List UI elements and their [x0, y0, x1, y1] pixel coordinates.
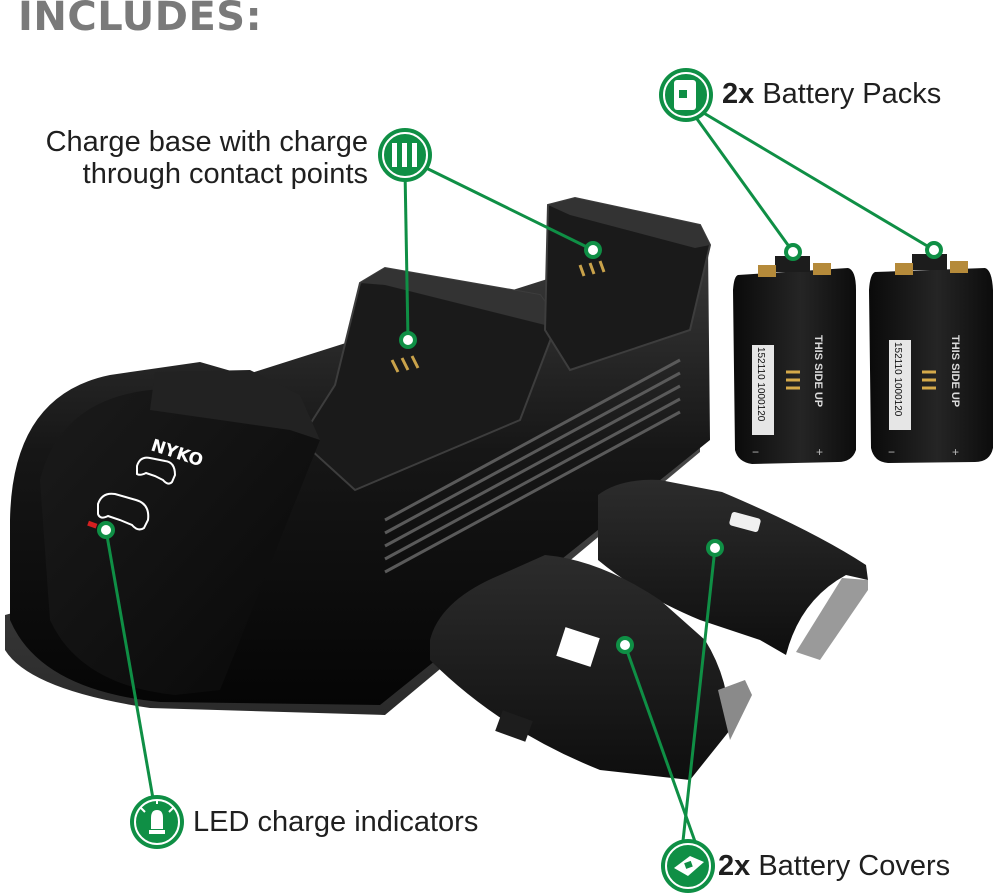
battery-right-plus: +	[952, 445, 959, 459]
charge-base: NYKO	[5, 196, 712, 715]
battery-left-print: THIS SIDE UP	[812, 335, 824, 407]
charge-base-label-line2: through contact points	[82, 158, 368, 190]
battery-covers-qty: 2x	[718, 850, 751, 882]
contact-pins	[390, 260, 606, 373]
charge-base-label: Charge base with charge through contact …	[20, 126, 368, 190]
battery-cover-front	[430, 555, 752, 780]
battery-left-serial: 152110 1000120	[755, 347, 766, 422]
battery-left-plus: +	[816, 445, 823, 459]
led-label-text: LED charge indicators	[193, 806, 479, 838]
battery-packs-text: Battery Packs	[762, 78, 942, 110]
contact-pins-icon	[378, 128, 432, 182]
battery-pack-left: 152110 1000120 THIS SIDE UP − +	[733, 256, 856, 464]
controller-icon-bottom	[97, 492, 150, 531]
battery-left-minus: −	[752, 445, 759, 459]
led-label: LED charge indicators	[193, 806, 478, 838]
charge-base-label-line1: Charge base with charge	[45, 126, 368, 158]
battery-covers-text: Battery Covers	[758, 850, 951, 882]
led-light-icon	[130, 795, 184, 849]
battery-cover-back	[598, 479, 868, 660]
battery-right-serial: 152110 1000120	[892, 342, 903, 417]
battery-right-minus: −	[888, 445, 895, 459]
battery-covers-label: 2x Battery Covers	[718, 850, 950, 882]
vent-slots	[384, 358, 681, 574]
page-title: INCLUDES:	[18, 0, 263, 40]
callout-lines	[104, 110, 935, 851]
led-red	[87, 520, 98, 529]
battery-cover-icon	[661, 839, 715, 893]
callout-dots	[97, 241, 943, 654]
battery-packs-label: 2x Battery Packs	[722, 78, 941, 110]
battery-pack-right: 152110 1000120 THIS SIDE UP − +	[869, 254, 993, 463]
controller-icon-top	[136, 456, 177, 485]
battery-pack-icon	[659, 68, 713, 122]
battery-packs-qty: 2x	[722, 78, 755, 110]
front-panel	[40, 380, 320, 695]
battery-right-print: THIS SIDE UP	[949, 335, 961, 407]
